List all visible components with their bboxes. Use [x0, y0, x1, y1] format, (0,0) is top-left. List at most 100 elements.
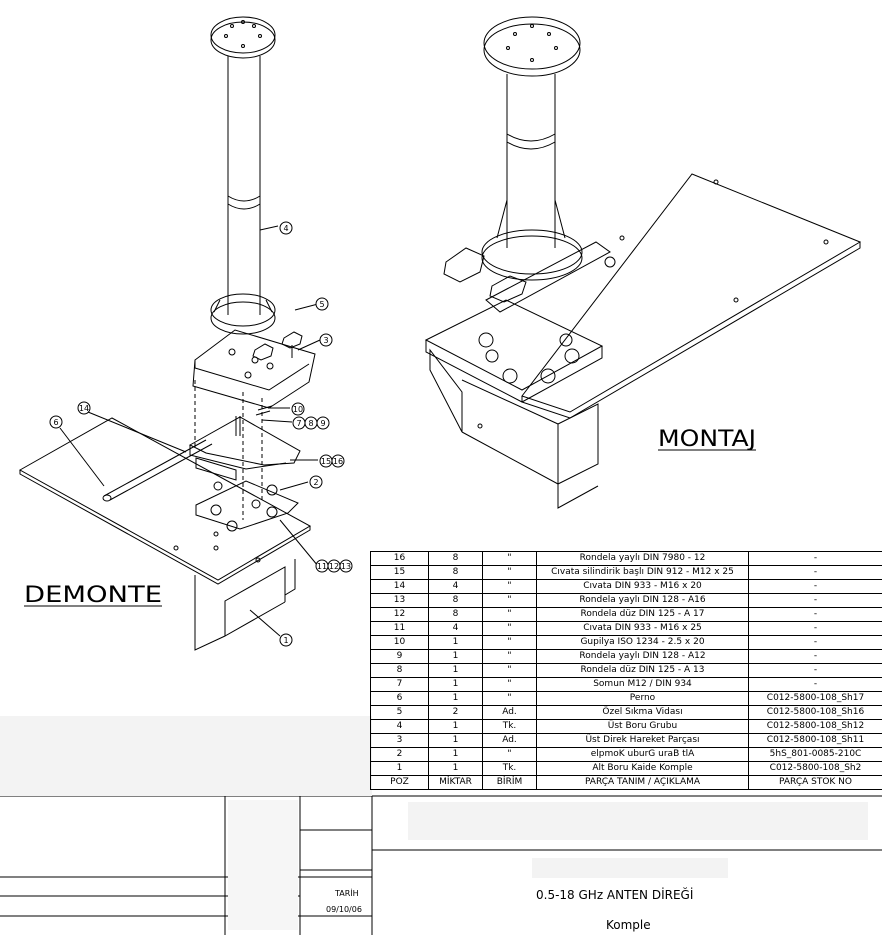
bom-cell: PARÇA TANIM / AÇIKLAMA	[536, 775, 749, 790]
bom-cell: -	[748, 649, 882, 664]
bom-cell: 7	[370, 677, 429, 692]
bom-cell: Rondela yaylı DIN 128 - A12	[536, 649, 749, 664]
bom-cell: 1	[428, 691, 483, 706]
bom-cell: -	[748, 565, 882, 580]
bom-cell: -	[748, 551, 882, 566]
bom-cell: 2	[428, 705, 483, 720]
bom-cell: -	[748, 621, 882, 636]
bom-cell: 8	[428, 607, 483, 622]
bom-cell: 1	[370, 761, 429, 776]
bom-cell: BİRİM	[482, 775, 537, 790]
bom-cell: Rondela düz DIN 125 - A 13	[536, 663, 749, 678]
callout-balloon	[316, 416, 330, 430]
date-label: TARİH	[335, 889, 359, 898]
bom-cell: Rondela düz DIN 125 - A 17	[536, 607, 749, 622]
bom-cell: "	[482, 593, 537, 608]
bom-cell: "	[482, 635, 537, 650]
exploded-view	[18, 16, 321, 651]
callout-balloon	[319, 333, 333, 347]
bom-cell: "	[482, 649, 537, 664]
bom-cell: -	[748, 635, 882, 650]
callout-balloon	[331, 454, 345, 468]
bom-cell: Cıvata DIN 933 - M16 x 25	[536, 621, 749, 636]
bom-cell: 12	[370, 607, 429, 622]
bom-cell: 8	[428, 551, 483, 566]
bom-cell: 5hS_801-0085-210C	[748, 747, 882, 762]
callout-number: 6	[53, 418, 58, 427]
callout-number: 3	[323, 336, 328, 345]
bom-cell: 4	[428, 621, 483, 636]
callout-number: 8	[308, 419, 313, 428]
bom-cell: C012-5800-108_Sh2	[748, 761, 882, 776]
bom-cell: Tk.	[482, 761, 537, 776]
bom-cell: 8	[428, 593, 483, 608]
callout-number: 5	[319, 300, 324, 309]
bom-cell: C012-5800-108_Sh16	[748, 705, 882, 720]
bom-cell: 4	[428, 579, 483, 594]
bom-cell: -	[748, 579, 882, 594]
bom-cell: Cıvata silindirik başlı DIN 912 - M12 x …	[536, 565, 749, 580]
callout-number: 4	[283, 224, 288, 233]
view-title-demonte: DEMONTE	[24, 583, 162, 608]
bom-cell: -	[748, 593, 882, 608]
bom-cell: 6	[370, 691, 429, 706]
bom-cell: 1	[428, 649, 483, 664]
callout-number: 14	[79, 404, 89, 413]
callout-balloon	[291, 402, 305, 416]
callout-number: 13	[341, 562, 351, 571]
bom-cell: Üst Direk Hareket Parçası	[536, 733, 749, 748]
bom-cell: 8	[370, 663, 429, 678]
bom-cell: Ad.	[482, 733, 537, 748]
bom-cell: "	[482, 747, 537, 762]
callout-balloon	[315, 297, 329, 311]
bom-cell: 2	[370, 747, 429, 762]
bom-cell: C012-5800-108_Sh12	[748, 719, 882, 734]
bom-cell: "	[482, 579, 537, 594]
bom-cell: 1	[428, 761, 483, 776]
callout-balloon	[309, 475, 323, 489]
bom-cell: POZ	[370, 775, 429, 790]
bom-cell: "	[482, 607, 537, 622]
bom-cell: elpmoK uburG uraB tlA	[536, 747, 749, 762]
bom-cell: Rondela yaylı DIN 128 - A16	[536, 593, 749, 608]
bom-cell: 1	[428, 663, 483, 678]
callout-balloon	[279, 633, 293, 647]
drawing-subtitle: Komple	[606, 918, 651, 932]
callout-balloon	[77, 401, 91, 415]
bom-cell: Cıvata DIN 933 - M16 x 20	[536, 579, 749, 594]
callout-number: 2	[313, 478, 318, 487]
bom-cell: Üst Boru Grubu	[536, 719, 749, 734]
callout-number: 12	[329, 562, 339, 571]
bom-cell: 11	[370, 621, 429, 636]
callout-number: 10	[293, 405, 303, 414]
bom-cell: 1	[428, 719, 483, 734]
bom-cell: 1	[428, 635, 483, 650]
bom-cell: Somun M12 / DIN 934	[536, 677, 749, 692]
assembled-view	[424, 16, 862, 509]
bom-cell: 8	[428, 565, 483, 580]
bom-cell: 1	[428, 677, 483, 692]
callout-balloon	[49, 415, 63, 429]
bom-cell: 4	[370, 719, 429, 734]
bom-cell: Ad.	[482, 705, 537, 720]
callout-number: 16	[333, 457, 343, 466]
bom-cell: "	[482, 691, 537, 706]
bom-cell: MİKTAR	[428, 775, 483, 790]
bom-cell: PARÇA STOK NO	[748, 775, 882, 790]
view-title-montaj: MONTAJ	[658, 427, 756, 452]
bom-cell: Gupilya ISO 1234 - 2.5 x 20	[536, 635, 749, 650]
